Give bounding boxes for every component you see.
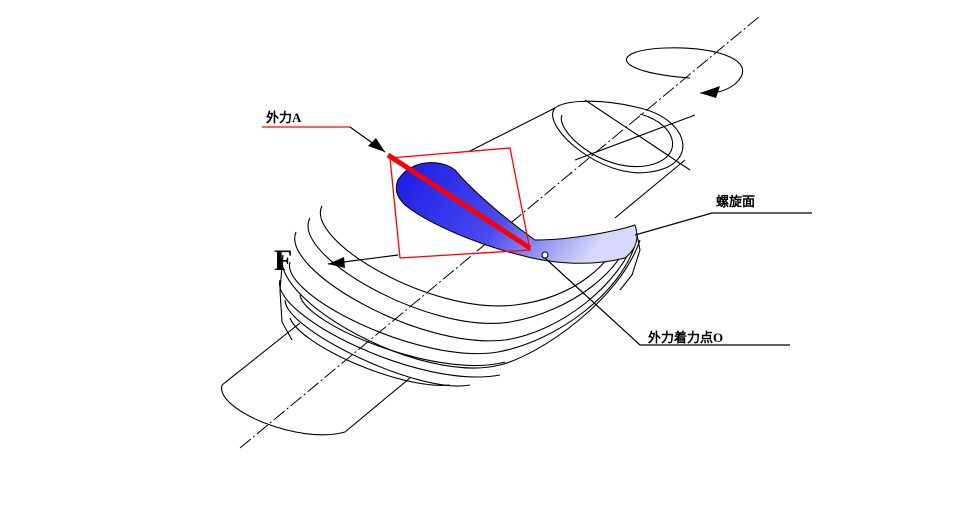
force-point-label: 外力着力点O (647, 330, 723, 345)
upper-shaft (467, 99, 696, 219)
force-f-arrow (327, 254, 399, 268)
thread-rings (279, 205, 641, 387)
helix-surface (395, 162, 638, 264)
rotation-arrow-icon (625, 47, 743, 98)
thread-surface-leader (634, 212, 812, 236)
force-line (386, 152, 532, 251)
force-box (389, 147, 531, 259)
lower-shaft (221, 322, 411, 436)
force-symbol-label: F (274, 244, 292, 277)
force-point-marker (541, 251, 549, 259)
force-point-leader (544, 257, 790, 346)
external-force-leader (262, 126, 386, 153)
external-force-a-label: 外力A (265, 110, 302, 125)
thread-surface-label: 螺旋面 (716, 194, 755, 209)
